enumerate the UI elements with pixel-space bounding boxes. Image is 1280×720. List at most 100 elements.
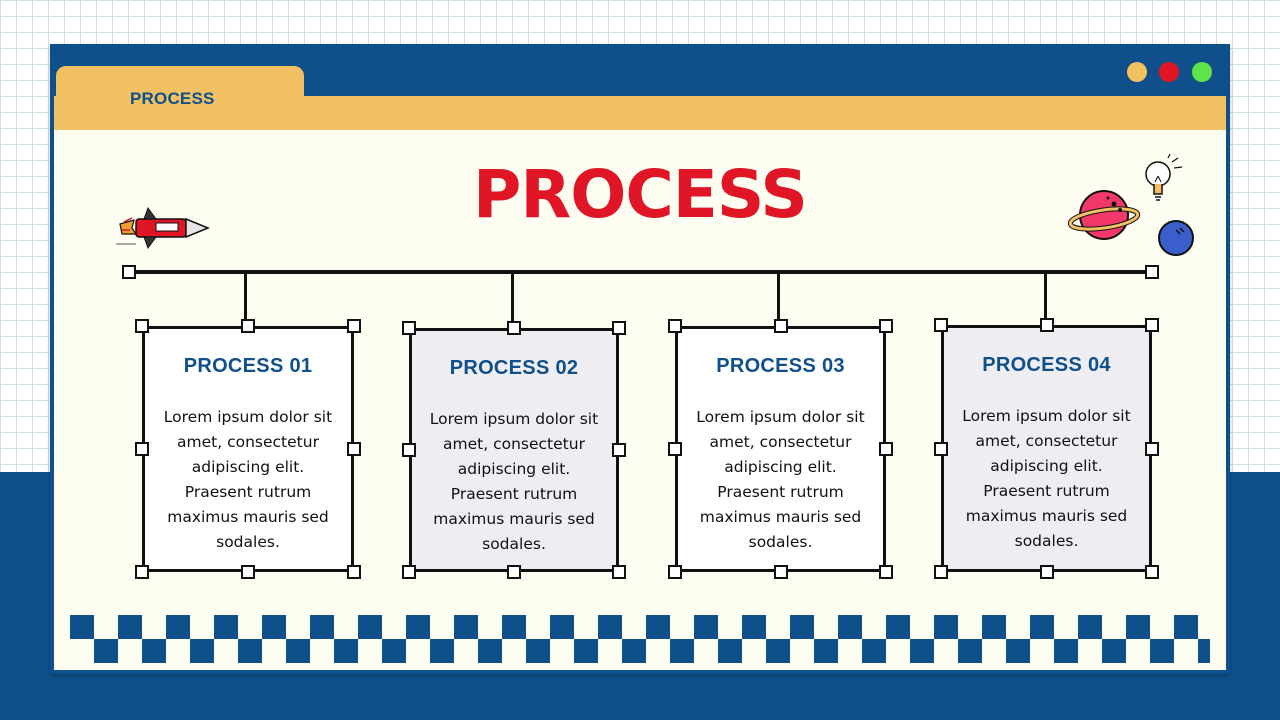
checker-square — [1126, 615, 1150, 639]
checker-square — [406, 615, 430, 639]
selection-handle[interactable] — [612, 321, 626, 335]
checker-square — [142, 639, 166, 663]
selection-handle[interactable] — [241, 565, 255, 579]
checker-square — [286, 639, 310, 663]
checker-square — [70, 615, 94, 639]
selection-handle[interactable] — [402, 321, 416, 335]
card-connector — [777, 274, 780, 320]
selection-handle[interactable] — [934, 318, 948, 332]
selection-handle[interactable] — [241, 319, 255, 333]
selection-handle[interactable] — [507, 565, 521, 579]
selection-handle[interactable] — [507, 321, 521, 335]
selection-handle[interactable] — [1145, 318, 1159, 332]
checker-square — [310, 615, 334, 639]
checker-square — [214, 615, 238, 639]
selection-handle[interactable] — [934, 565, 948, 579]
process-card-body: Lorem ipsum dolor sit amet, consectetur … — [696, 408, 865, 551]
checker-square — [334, 639, 358, 663]
process-card-title: PROCESS 04 — [982, 354, 1111, 376]
minimize-dot[interactable] — [1127, 62, 1147, 82]
checker-square — [646, 615, 670, 639]
window-tab-label: PROCESS — [130, 89, 215, 108]
checker-square — [574, 639, 598, 663]
checker-square — [478, 639, 502, 663]
checker-strip — [70, 615, 1210, 663]
checker-square — [862, 639, 886, 663]
close-dot[interactable] — [1159, 62, 1179, 82]
connector-handle-left — [122, 265, 136, 279]
selection-handle[interactable] — [773, 319, 788, 333]
checker-square — [238, 639, 262, 663]
checker-square — [1102, 639, 1126, 663]
rocket-icon — [116, 206, 210, 250]
checker-square — [694, 615, 718, 639]
checker-square — [382, 639, 406, 663]
process-card-1: PROCESS 01 Lorem ipsum dolor sit amet, c… — [142, 326, 354, 572]
process-card-body: Lorem ipsum dolor sit amet, consectetur … — [962, 407, 1131, 550]
checker-square — [1150, 639, 1174, 663]
selection-handle[interactable] — [1145, 565, 1159, 579]
checker-square — [550, 615, 574, 639]
checker-square — [1078, 615, 1102, 639]
selection-handle[interactable] — [347, 442, 361, 456]
selection-handle[interactable] — [135, 565, 149, 579]
selection-handle[interactable] — [135, 442, 149, 456]
checker-square — [742, 615, 766, 639]
checker-square — [1198, 639, 1210, 663]
connector-line — [128, 270, 1152, 274]
process-card-3: PROCESS 03 Lorem ipsum dolor sit amet, c… — [675, 326, 886, 572]
planet-icon — [1068, 190, 1141, 240]
selection-handle[interactable] — [879, 442, 893, 456]
process-card-body: Lorem ipsum dolor sit amet, consectetur … — [163, 408, 333, 551]
checker-square — [118, 615, 142, 639]
selection-handle[interactable] — [668, 442, 682, 456]
checker-square — [670, 639, 694, 663]
selection-handle[interactable] — [612, 443, 626, 457]
checker-square — [886, 615, 910, 639]
checker-square — [1174, 615, 1198, 639]
selection-handle[interactable] — [612, 565, 626, 579]
process-card-body: Lorem ipsum dolor sit amet, consectetur … — [429, 410, 599, 553]
process-card-2: PROCESS 02 Lorem ipsum dolor sit amet, c… — [409, 328, 619, 572]
selection-handle[interactable] — [668, 319, 682, 333]
checker-square — [94, 639, 118, 663]
checker-square — [1054, 639, 1078, 663]
lightbulb-icon — [1145, 154, 1183, 201]
checker-square — [910, 639, 934, 663]
checker-square — [838, 615, 862, 639]
selection-handle[interactable] — [135, 319, 149, 333]
process-card-title: PROCESS 02 — [449, 357, 579, 379]
checker-square — [358, 615, 382, 639]
checker-square — [718, 639, 742, 663]
checker-square — [166, 615, 190, 639]
slide-title: PROCESS — [473, 156, 808, 233]
checker-square — [526, 639, 550, 663]
selection-handle[interactable] — [879, 319, 893, 333]
selection-handle[interactable] — [402, 443, 416, 457]
card-connector — [244, 274, 247, 320]
process-card-4: PROCESS 04 Lorem ipsum dolor sit amet, c… — [941, 325, 1152, 572]
checker-square — [1006, 639, 1030, 663]
checker-square — [958, 639, 982, 663]
checker-square — [1030, 615, 1054, 639]
selection-handle[interactable] — [668, 565, 682, 579]
checker-square — [622, 639, 646, 663]
process-card-title: PROCESS 01 — [183, 355, 313, 377]
maximize-dot[interactable] — [1192, 62, 1212, 82]
checker-square — [430, 639, 454, 663]
selection-handle[interactable] — [402, 565, 416, 579]
selection-handle[interactable] — [1039, 318, 1054, 332]
selection-handle[interactable] — [773, 565, 788, 579]
selection-handle[interactable] — [934, 441, 948, 456]
selection-handle[interactable] — [347, 319, 361, 333]
card-connector — [1044, 274, 1047, 320]
selection-handle[interactable] — [1039, 565, 1054, 579]
tab-bar — [54, 96, 1226, 130]
checker-square — [790, 615, 814, 639]
moon-icon — [1158, 220, 1194, 256]
selection-handle[interactable] — [1145, 441, 1159, 456]
process-card-title: PROCESS 03 — [716, 355, 845, 377]
selection-handle[interactable] — [347, 565, 361, 579]
checker-square — [814, 639, 838, 663]
selection-handle[interactable] — [879, 565, 893, 579]
